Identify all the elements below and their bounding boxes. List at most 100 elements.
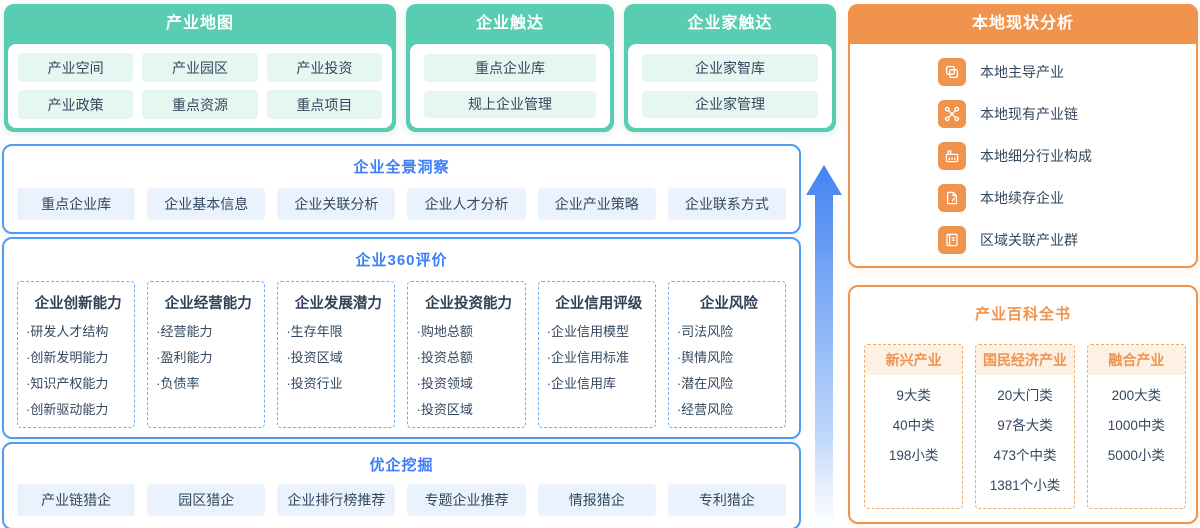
local-analysis-label: 本地细分行业构成 <box>980 148 1092 164</box>
eval360-column-item: ·投资领域 <box>416 376 473 391</box>
industry-map-title: 产业地图 <box>165 15 234 32</box>
encyclopedia-column-title: 新兴产业 <box>865 345 963 375</box>
mining-item[interactable]: 专利猎企 <box>667 484 786 516</box>
mining-item[interactable]: 产业链猎企 <box>17 484 136 516</box>
eval360-column-item: ·企业信用模型 <box>546 324 629 339</box>
panorama-item[interactable]: 企业联系方式 <box>667 188 786 220</box>
eval360-column: 企业投资能力·购地总额·投资总额·投资领域·投资区域 <box>407 281 526 428</box>
local-analysis-label: 区域关联产业群 <box>980 232 1078 248</box>
eval360-column-title: 企业发展潜力 <box>294 296 382 312</box>
local-analysis-row[interactable]: 区域关联产业群 <box>938 226 1196 254</box>
enterprise-reach-title: 企业触达 <box>475 15 544 32</box>
network-icon <box>938 100 966 128</box>
entrepreneur-reach-item[interactable]: 企业家管理 <box>642 90 818 118</box>
eval360-column: 企业信用评级·企业信用模型·企业信用标准·企业信用库 <box>537 281 656 428</box>
book-icon <box>938 226 966 254</box>
mining-item[interactable]: 专题企业推荐 <box>407 484 526 516</box>
mining-panel: 优企挖掘 产业链猎企园区猎企企业排行榜推荐专题企业推荐情报猎企专利猎企 <box>2 442 801 528</box>
factory-icon <box>938 142 966 170</box>
eval360-column-item: ·研发人才结构 <box>26 324 109 339</box>
eval360-column-item: ·创新驱动能力 <box>26 402 109 417</box>
encyclopedia-column-item: 1000中类 <box>1107 418 1165 433</box>
encyclopedia-title: 产业百科全书 <box>974 306 1071 323</box>
local-analysis-label: 本地主导产业 <box>980 64 1064 80</box>
local-analysis-row[interactable]: 本地细分行业构成 <box>938 142 1196 170</box>
eval360-column-title: 企业风险 <box>699 296 758 312</box>
panorama-item[interactable]: 重点企业库 <box>17 188 136 220</box>
panorama-item[interactable]: 企业产业策略 <box>537 188 656 220</box>
eval360-column-title: 企业经营能力 <box>164 296 252 312</box>
eval360-column-item: ·企业信用库 <box>546 376 616 391</box>
eval360-column-item: ·生存年限 <box>286 324 343 339</box>
eval360-column-item: ·投资区域 <box>286 350 343 365</box>
mining-item[interactable]: 情报猎企 <box>537 484 656 516</box>
industry-map-item[interactable]: 产业政策 <box>18 90 134 119</box>
local-analysis-row[interactable]: 本地主导产业 <box>938 58 1196 86</box>
entrepreneur-reach-item[interactable]: 企业家智库 <box>642 54 818 82</box>
industry-map-item[interactable]: 产业投资 <box>266 53 382 82</box>
local-analysis-row[interactable]: 本地现有产业链 <box>938 100 1196 128</box>
panorama-item[interactable]: 企业人才分析 <box>407 188 526 220</box>
encyclopedia-column-item: 473个中类 <box>993 448 1057 463</box>
entrepreneur-reach-title: 企业家触达 <box>687 15 773 32</box>
encyclopedia-column-title: 融合产业 <box>1087 345 1185 375</box>
eval360-column-item: ·舆情风险 <box>676 350 734 365</box>
eval360-column-item: ·潜在风险 <box>676 376 734 391</box>
panorama-panel: 企业全景洞察 重点企业库企业基本信息企业关联分析企业人才分析企业产业策略企业联系… <box>2 144 801 234</box>
eval360-column-item: ·经营风险 <box>676 402 734 417</box>
eval360-column-item: ·经营能力 <box>156 324 213 339</box>
panorama-items: 重点企业库企业基本信息企业关联分析企业人才分析企业产业策略企业联系方式 <box>17 188 786 220</box>
eval360-column-title: 企业投资能力 <box>425 296 513 312</box>
eval360-column-item: ·企业信用标准 <box>546 350 629 365</box>
entrepreneur-reach-items: 企业家智库企业家管理 <box>628 44 832 128</box>
encyclopedia-column: 融合产业 200大类 1000中类 5000小类 <box>1086 344 1186 509</box>
enterprise-reach-item[interactable]: 重点企业库 <box>424 54 596 82</box>
eval360-panel: 企业360评价 企业创新能力·研发人才结构·创新发明能力·知识产权能力·创新驱动… <box>2 237 801 439</box>
eval360-columns: 企业创新能力·研发人才结构·创新发明能力·知识产权能力·创新驱动能力企业经营能力… <box>17 281 786 428</box>
encyclopedia-column-item: 200大类 <box>1111 388 1162 403</box>
local-analysis-label: 本地续存企业 <box>980 190 1064 206</box>
industry-map-item[interactable]: 重点项目 <box>266 90 382 119</box>
document-icon <box>938 184 966 212</box>
copy-icon <box>938 58 966 86</box>
up-arrow-icon <box>806 165 842 528</box>
encyclopedia-column-item: 97各大类 <box>997 418 1053 433</box>
eval360-column: 企业风险 ·司法风险 ·舆情风险 ·潜在风险 ·经营风险 <box>667 281 786 428</box>
local-analysis-label: 本地现有产业链 <box>980 106 1078 122</box>
eval360-column-item: ·负债率 <box>156 376 200 391</box>
panorama-item[interactable]: 企业关联分析 <box>277 188 396 220</box>
local-analysis-row[interactable]: 本地续存企业 <box>938 184 1196 212</box>
industry-map-item[interactable]: 产业园区 <box>142 53 258 82</box>
local-analysis-panel: 本地现状分析 本地主导产业本地现有产业链本地细分行业构成本地续存企业区域关联产业… <box>848 4 1198 268</box>
encyclopedia-column-item: 20大门类 <box>997 388 1053 403</box>
panorama-title: 企业全景洞察 <box>353 159 450 176</box>
encyclopedia-column-item: 40中类 <box>892 418 935 433</box>
enterprise-reach-item[interactable]: 规上企业管理 <box>424 90 596 118</box>
encyclopedia-column-item: 5000小类 <box>1107 448 1165 463</box>
eval360-column-item: ·购地总额 <box>416 324 473 339</box>
panorama-item[interactable]: 企业基本信息 <box>147 188 266 220</box>
enterprise-reach-items: 重点企业库规上企业管理 <box>410 44 610 128</box>
entrepreneur-reach-panel: 企业家触达 企业家智库企业家管理 <box>624 4 836 132</box>
industry-map-item[interactable]: 产业空间 <box>18 53 134 82</box>
local-analysis-rows: 本地主导产业本地现有产业链本地细分行业构成本地续存企业区域关联产业群 <box>850 44 1196 254</box>
encyclopedia-column-item: 1381个小类 <box>989 478 1061 493</box>
mining-items: 产业链猎企园区猎企企业排行榜推荐专题企业推荐情报猎企专利猎企 <box>17 484 786 516</box>
mining-item[interactable]: 园区猎企 <box>147 484 266 516</box>
eval360-column-title: 企业创新能力 <box>34 296 122 312</box>
local-analysis-title: 本地现状分析 <box>848 4 1198 44</box>
eval360-column-item: ·投资总额 <box>416 350 473 365</box>
eval360-column-item: ·司法风险 <box>676 324 734 339</box>
eval360-column-item: ·盈利能力 <box>156 350 213 365</box>
industry-map-item[interactable]: 重点资源 <box>142 90 258 119</box>
eval360-column: 企业发展潜力·生存年限·投资区域·投资行业 <box>277 281 396 428</box>
encyclopedia-column-item: 9大类 <box>896 388 931 403</box>
mining-title: 优企挖掘 <box>369 457 434 474</box>
enterprise-reach-panel: 企业触达 重点企业库规上企业管理 <box>406 4 614 132</box>
eval360-column: 企业经营能力 ·经营能力 ·盈利能力 ·负债率 <box>147 281 266 428</box>
industry-map-panel: 产业地图 产业空间产业园区产业投资产业政策重点资源重点项目 <box>4 4 396 132</box>
mining-item[interactable]: 企业排行榜推荐 <box>277 484 396 516</box>
